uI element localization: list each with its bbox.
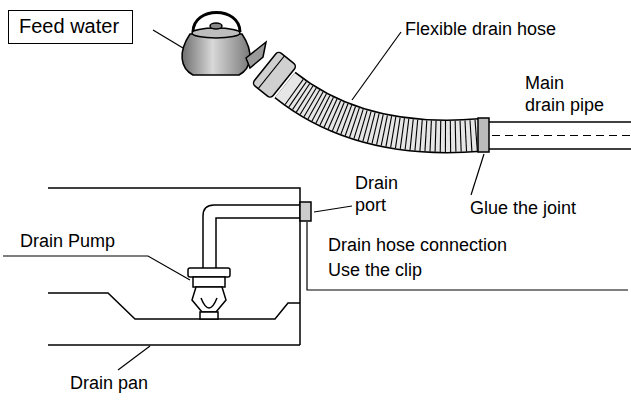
- leader-line: [352, 32, 401, 100]
- leader-line: [471, 154, 484, 195]
- hose-rib: [363, 111, 371, 141]
- part-label: Flexible drain hose: [405, 18, 556, 40]
- hose-rib: [470, 120, 472, 151]
- hose-rib: [341, 105, 352, 134]
- hose-rib: [285, 79, 303, 104]
- hose-rib: [455, 121, 457, 152]
- hose-rib: [465, 120, 467, 151]
- hose-ribs: [285, 79, 477, 152]
- leader-line: [314, 206, 352, 212]
- hose-rib: [337, 104, 348, 133]
- hose-rib: [450, 121, 451, 152]
- pipe-joint: [478, 118, 489, 152]
- hose-rib: [445, 121, 446, 152]
- hose-rib: [350, 108, 360, 137]
- part-label: Drain pan: [70, 372, 148, 394]
- hose-rib: [354, 109, 363, 139]
- hose-rib: [460, 121, 461, 152]
- hose-rib: [420, 120, 422, 151]
- hose-rib: [440, 121, 442, 152]
- hose-rib: [430, 121, 431, 152]
- hose-rib: [395, 118, 400, 149]
- pump-pipe: [203, 205, 300, 268]
- part-label: Drain port: [355, 172, 413, 216]
- hose-rib: [391, 117, 396, 148]
- callout-box: Feed water: [8, 10, 133, 44]
- hose-rib: [358, 110, 367, 140]
- hose-rib: [415, 120, 418, 151]
- hose-rib: [296, 86, 313, 112]
- leader-line: [3, 256, 190, 280]
- part-label: Main drain pipe: [525, 72, 607, 116]
- hose-rib: [293, 84, 310, 110]
- drain-port: [300, 202, 311, 221]
- hose-rib: [345, 107, 355, 136]
- leader-line: [153, 30, 183, 48]
- leader-line: [118, 346, 150, 370]
- hose-rib: [289, 82, 307, 108]
- unit-housing: [48, 188, 300, 345]
- hose-rib: [405, 119, 409, 150]
- part-label: Drain Pump: [20, 230, 115, 252]
- hose-rib: [400, 118, 404, 149]
- note-label: Glue the joint: [470, 197, 576, 219]
- drain-pump: [188, 268, 230, 319]
- drain-pan: [48, 293, 300, 319]
- main-drain-pipe: [489, 122, 631, 149]
- note-label: Drain hose connection: [328, 234, 507, 256]
- note-label: Use the clip: [328, 259, 422, 281]
- hose-rib: [435, 121, 437, 152]
- hose-rib: [410, 119, 413, 150]
- hose-rib: [425, 120, 427, 151]
- leader-line: [307, 222, 628, 290]
- hose-rib: [386, 116, 392, 146]
- hose-rib: [367, 112, 375, 142]
- callout-text: Feed water: [19, 15, 119, 37]
- kettle: [182, 13, 266, 76]
- hose-cuff: [252, 51, 297, 99]
- hose-rib: [475, 120, 477, 151]
